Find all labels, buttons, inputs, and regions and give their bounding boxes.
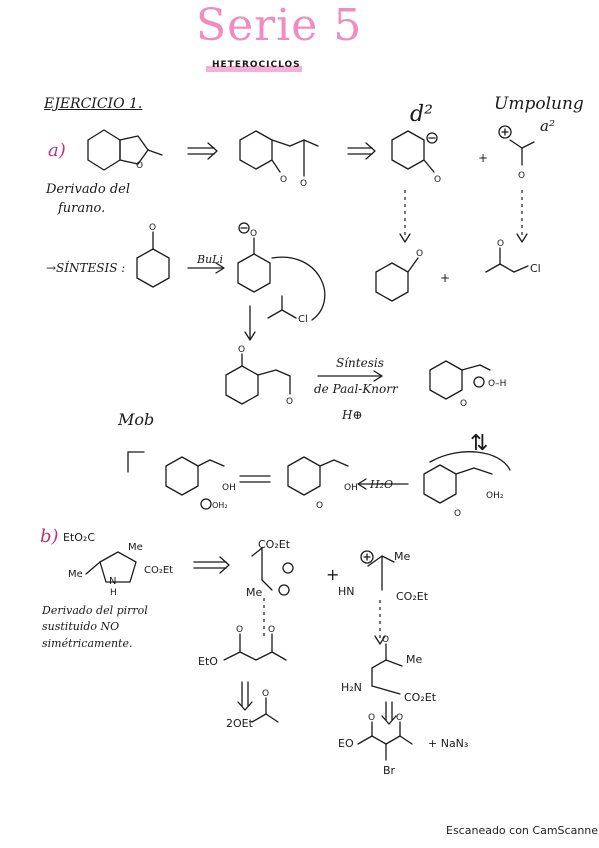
frag1-co2et: CO₂Et	[258, 538, 291, 551]
svg-text:O: O	[454, 509, 461, 519]
page-title: Serie 5	[196, 0, 363, 51]
eto-label: EtO	[198, 655, 218, 668]
svg-text:O: O	[497, 239, 504, 249]
page-subtitle: HETEROCICLOS	[212, 60, 301, 70]
svg-text:O: O	[434, 175, 441, 185]
diketone-structure: O O	[239, 130, 319, 189]
svg-text:O: O	[368, 713, 375, 723]
a2-label: a²	[540, 117, 555, 135]
svg-text:O: O	[460, 399, 467, 409]
svg-text:O–H: O–H	[488, 379, 506, 389]
frag2-me: Me	[394, 550, 411, 563]
frag1-me: Me	[246, 586, 263, 599]
d2-label: d²	[410, 102, 433, 127]
part-a-desc-1: Derivado del	[46, 182, 131, 197]
svg-text:O: O	[250, 229, 257, 239]
enolate-structure: O	[237, 222, 326, 321]
svg-text:O: O	[262, 689, 269, 699]
svg-text:⇅: ⇅	[470, 431, 488, 456]
part-b-label: b)	[40, 526, 59, 547]
svg-text:O: O	[300, 179, 307, 189]
ketoester-structure: O O	[223, 625, 287, 661]
enol-intermediate: OH O	[287, 456, 358, 511]
svg-text:O: O	[136, 161, 143, 171]
subtitle-highlight	[206, 66, 302, 72]
bicyclic-furan-structure: O	[87, 129, 163, 171]
svg-text:O: O	[396, 713, 403, 723]
svg-text:OH₂: OH₂	[212, 501, 228, 510]
svg-text:OH: OH	[222, 483, 236, 493]
ethyl-acetoacetate-product: O	[251, 689, 279, 723]
part-b-desc-3: simétricamente.	[42, 637, 133, 650]
chloroacetone-reactant: Cl	[267, 295, 308, 325]
bromo-label: Br	[383, 764, 396, 777]
svg-text:O: O	[149, 223, 156, 233]
amine-me: Me	[406, 653, 423, 666]
mob-label: Mob	[118, 410, 155, 429]
svg-text:Cl: Cl	[298, 314, 308, 325]
aminoketone-structure: O	[371, 635, 403, 695]
pyrrole-me-left: Me	[68, 569, 83, 580]
nan3-label: + NaN₃	[428, 737, 469, 750]
svg-text:OH₂: OH₂	[486, 491, 504, 501]
svg-text:O: O	[382, 635, 389, 645]
svg-text:O: O	[286, 397, 293, 407]
chloroacetone-equivalent: O Cl	[485, 239, 541, 275]
pyrrole-h: H	[110, 588, 117, 598]
pyrrole-eto2c: EtO₂C	[63, 531, 96, 544]
bromoketoester-structure: O O	[357, 713, 413, 761]
svg-text:Cl: Cl	[530, 262, 541, 275]
svg-text:+: +	[478, 151, 488, 165]
diketone-product: O O	[225, 345, 293, 407]
protonated-intermediate: O–H O	[429, 360, 506, 409]
svg-text:O: O	[316, 501, 323, 511]
svg-text:O: O	[268, 625, 275, 635]
pyrrole-structure	[85, 551, 137, 583]
part-b-desc-2: sustituido NO	[42, 620, 120, 633]
hemiacetal-cation: OH OH₂	[165, 456, 236, 510]
part-a-label: a)	[48, 140, 66, 161]
exercise-label: EJERCICIO 1.	[44, 96, 143, 112]
umpolung-label: Umpolung	[494, 94, 584, 114]
a2-synthon: + O	[478, 125, 535, 181]
svg-text:O: O	[416, 249, 423, 259]
plus-sign: +	[326, 565, 340, 584]
paal-knorr-2: de Paal-Knorr	[314, 382, 398, 396]
frag2-co2et: CO₂Et	[396, 590, 429, 603]
acid-label: H⊕	[342, 408, 363, 422]
amine-h2n: H₂N	[341, 681, 362, 694]
pyrrole-co2et: CO₂Et	[144, 565, 174, 576]
fragment-enolate	[251, 547, 294, 596]
scanner-watermark: Escaneado con CamScanner	[446, 824, 599, 837]
cyclohexanone-equivalent: O +	[375, 249, 450, 302]
synthesis-label: →SÍNTESIS :	[46, 261, 126, 275]
part-b-desc-1: Derivado del pirrol	[42, 604, 148, 617]
svg-text:O: O	[280, 175, 287, 185]
part-a-desc-2: furano.	[58, 201, 106, 216]
protonated-enol: OH₂ O	[423, 451, 511, 519]
product-2oet: 2OEt	[226, 717, 253, 730]
svg-text:OH: OH	[344, 483, 358, 493]
pyrrole-me-top: Me	[128, 542, 143, 553]
svg-text:+: +	[440, 271, 450, 285]
svg-text:O: O	[518, 171, 525, 181]
frag2-hn: HN	[338, 585, 355, 598]
fragment-enamine	[360, 550, 395, 591]
svg-text:O: O	[236, 625, 243, 635]
retro-arrows	[187, 142, 376, 160]
product-eo: EO	[338, 737, 354, 750]
svg-text:O: O	[238, 345, 245, 355]
d2-synthon: O	[391, 130, 441, 185]
amine-co2et: CO₂Et	[404, 691, 437, 704]
paal-knorr-1: Síntesis	[336, 356, 384, 370]
cyclohexanone-start: O	[136, 223, 170, 288]
